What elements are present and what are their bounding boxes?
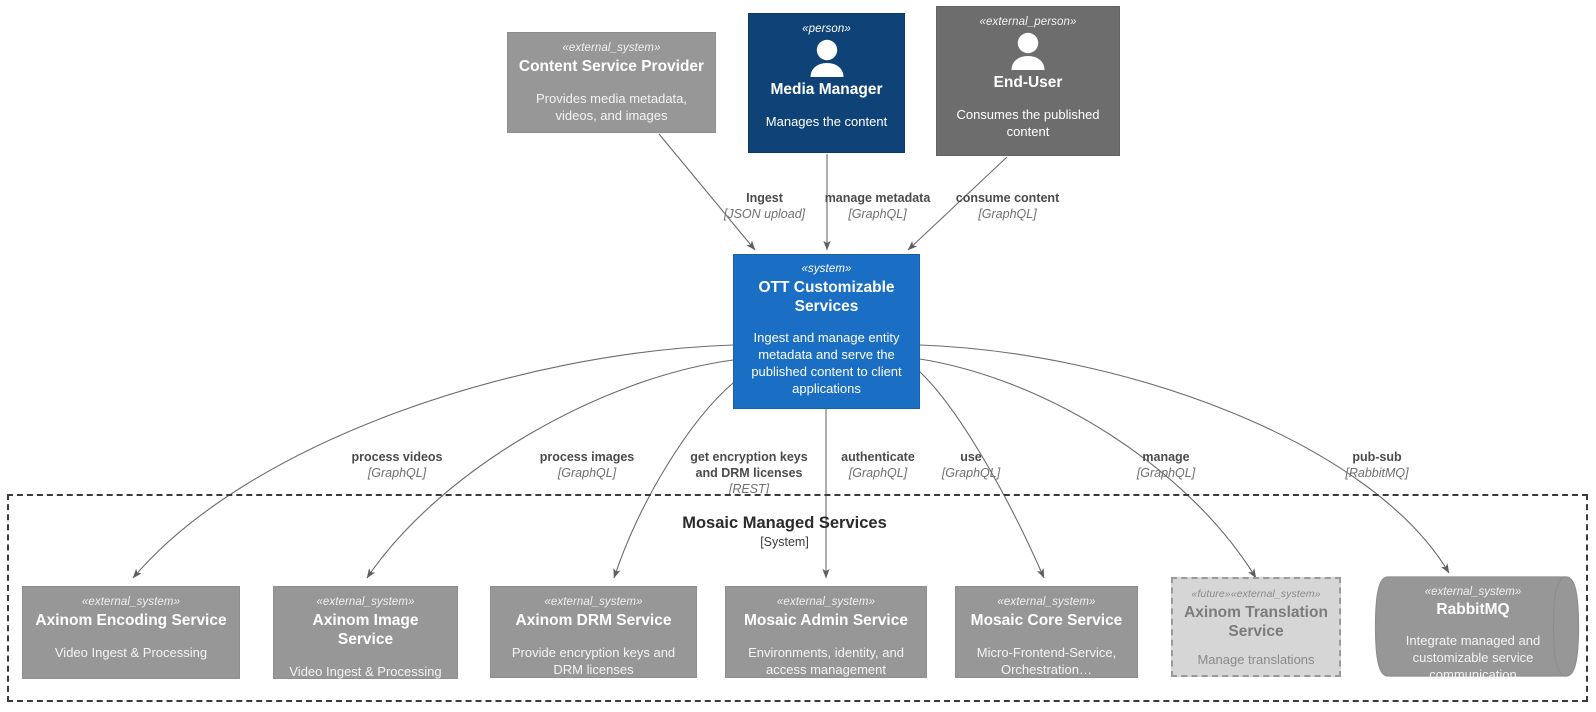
node-title: Axinom Encoding Service bbox=[35, 612, 227, 629]
edge-label-protocol: [GraphQL] bbox=[367, 466, 427, 480]
queue-cylinder-shape bbox=[1374, 576, 1580, 677]
node-end-user[interactable]: «external_person» End-User Consumes the … bbox=[936, 6, 1120, 156]
edge-label-title: process images bbox=[539, 450, 635, 464]
node-description: Micro-Frontend-Service, Orchestration… bbox=[976, 645, 1117, 677]
edge-label-protocol: [RabbitMQ] bbox=[1345, 466, 1409, 480]
node-description: Video Ingest & Processing bbox=[289, 664, 442, 679]
edge-label-authenticate: authenticate [GraphQL] bbox=[827, 449, 929, 481]
edge-label-protocol: [REST] bbox=[728, 482, 770, 496]
boundary-label: Mosaic Managed Services [System] bbox=[637, 513, 932, 550]
edge-label-ingest: Ingest [JSON upload] bbox=[712, 190, 817, 222]
node-stereotype: «person» bbox=[802, 23, 851, 35]
node-stereotype: «system» bbox=[801, 263, 852, 275]
node-title: Mosaic Core Service bbox=[970, 612, 1123, 629]
node-stereotype: «external_system» bbox=[544, 596, 643, 608]
edge-label-manage: manage [GraphQL] bbox=[1115, 449, 1217, 481]
node-description: Consumes the published content bbox=[956, 107, 1100, 139]
person-icon bbox=[1011, 32, 1045, 70]
node-stereotype: «external_system» bbox=[1424, 586, 1522, 598]
node-title: OTT Customizable Services bbox=[758, 279, 895, 315]
node-stereotype: «external_system» bbox=[997, 596, 1096, 608]
edge-label-manage-metadata: manage metadata [GraphQL] bbox=[820, 190, 935, 222]
boundary-subtitle: [System] bbox=[760, 535, 809, 549]
node-axinom-image-service[interactable]: «external_system» Axinom Image Service V… bbox=[273, 586, 458, 679]
node-description: Manages the content bbox=[765, 114, 888, 129]
node-description: Ingest and manage entity metadata and se… bbox=[751, 330, 902, 396]
edge-label-protocol: [GraphQL] bbox=[848, 207, 907, 221]
node-mosaic-admin-service[interactable]: «external_system» Mosaic Admin Service E… bbox=[725, 586, 927, 678]
edge-label-title: consume content bbox=[955, 191, 1060, 205]
boundary-mosaic-managed-services bbox=[7, 494, 1588, 702]
node-title: Mosaic Admin Service bbox=[744, 612, 908, 629]
node-title: Axinom Translation Service bbox=[1184, 604, 1328, 640]
boundary-title: Mosaic Managed Services bbox=[682, 514, 887, 532]
node-axinom-translation-service[interactable]: «future»«external_system» Axinom Transla… bbox=[1171, 577, 1341, 677]
edge-label-use: use [GraphQL] bbox=[920, 449, 1022, 481]
edge-label-protocol: [GraphQL] bbox=[848, 466, 908, 480]
node-rabbitmq[interactable]: «external_system» RabbitMQ Integrate man… bbox=[1374, 576, 1580, 682]
edge-label-process-videos: process videos [GraphQL] bbox=[337, 449, 457, 481]
edge-label-protocol: [JSON upload] bbox=[723, 207, 806, 221]
node-description: Video Ingest & Processing bbox=[54, 645, 208, 660]
node-title: RabbitMQ bbox=[1436, 601, 1510, 618]
node-axinom-encoding-service[interactable]: «external_system» Axinom Encoding Servic… bbox=[22, 586, 240, 679]
edge-label-title: Ingest bbox=[746, 191, 783, 205]
node-content-service-provider[interactable]: «external_system» Content Service Provid… bbox=[507, 32, 716, 133]
node-stereotype: «external_system» bbox=[81, 596, 181, 608]
node-axinom-drm-service[interactable]: «external_system» Axinom DRM Service Pro… bbox=[490, 586, 697, 678]
node-ott-customizable-services[interactable]: «system» OTT Customizable Services Inges… bbox=[733, 254, 920, 409]
node-description: Integrate managed and customizable servi… bbox=[1405, 633, 1541, 682]
node-stereotype: «external_system» bbox=[316, 596, 415, 608]
node-stereotype: «external_system» bbox=[776, 596, 876, 608]
edge-label-process-images: process images [GraphQL] bbox=[527, 449, 647, 481]
person-icon bbox=[810, 39, 843, 77]
edge-label-pub-sub: pub-sub [RabbitMQ] bbox=[1326, 449, 1428, 481]
edge-label-title: use bbox=[960, 450, 982, 464]
edge-label-title: get encryption keys and DRM licenses bbox=[690, 450, 808, 480]
node-title: Media Manager bbox=[770, 81, 883, 98]
edge-label-protocol: [GraphQL] bbox=[941, 466, 1001, 480]
edge-label-title: authenticate bbox=[841, 450, 915, 464]
node-description: Manage translations bbox=[1197, 652, 1315, 667]
edge-label-title: process videos bbox=[351, 450, 443, 464]
node-description: Provides media metadata, videos, and ima… bbox=[535, 91, 688, 123]
node-description: Environments, identity, and access manag… bbox=[748, 645, 904, 677]
edge-label-title: pub-sub bbox=[1352, 450, 1402, 464]
node-stereotype: «external_system» bbox=[562, 42, 661, 54]
edge-label-title: manage metadata bbox=[824, 191, 931, 205]
edge-label-get-encryption-keys: get encryption keys and DRM licenses [RE… bbox=[679, 449, 819, 497]
node-title: Axinom DRM Service bbox=[515, 612, 672, 629]
edge-label-title: manage bbox=[1142, 450, 1190, 464]
node-title: Content Service Provider bbox=[518, 58, 705, 75]
node-description: Provide encryption keys and DRM licenses bbox=[511, 645, 676, 677]
node-stereotype: «external_person» bbox=[979, 16, 1077, 28]
edge-label-protocol: [GraphQL] bbox=[978, 207, 1037, 221]
edge-label-consume-content: consume content [GraphQL] bbox=[951, 190, 1064, 222]
edge-label-protocol: [GraphQL] bbox=[557, 466, 617, 480]
node-title: End-User bbox=[993, 74, 1063, 91]
node-stereotype: «future»«external_system» bbox=[1191, 588, 1321, 600]
node-media-manager[interactable]: «person» Media Manager Manages the conte… bbox=[748, 13, 905, 153]
node-mosaic-core-service[interactable]: «external_system» Mosaic Core Service Mi… bbox=[955, 586, 1138, 678]
node-title: Axinom Image Service bbox=[312, 612, 419, 648]
edge-label-protocol: [GraphQL] bbox=[1136, 466, 1196, 480]
